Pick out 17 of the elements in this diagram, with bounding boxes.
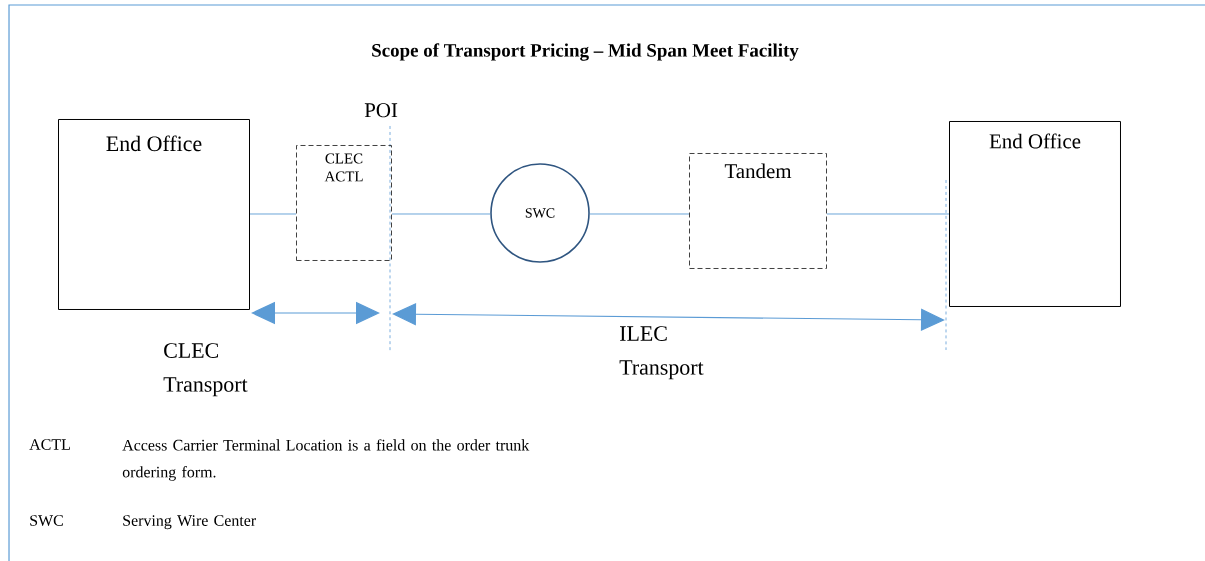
connector-line [391, 213, 491, 215]
dashed-box: Tandem [689, 153, 827, 269]
abbreviation: ACTL [29, 439, 70, 450]
abbreviation: SWC [30, 515, 63, 526]
definition-text: Serving Wire Center [123, 515, 256, 530]
connector-line [589, 213, 690, 215]
definition-text: Access Carrier Terminal Location is a field on the order trunk ordering form. [122, 439, 530, 481]
transport-label: CLEC Transport [163, 343, 248, 397]
point-label: POI [364, 103, 398, 118]
office-box: End Office [58, 119, 250, 310]
circle-node: SWC [490, 163, 590, 263]
dashed-box: CLEC ACTL [296, 145, 392, 261]
connector-line [249, 213, 297, 215]
transport-label: ILEC Transport [619, 326, 704, 380]
connector-line [826, 213, 950, 215]
title: Scope of Transport Pricing – Mid Span Meet Facility [372, 43, 799, 61]
office-box: End Office [949, 121, 1121, 307]
